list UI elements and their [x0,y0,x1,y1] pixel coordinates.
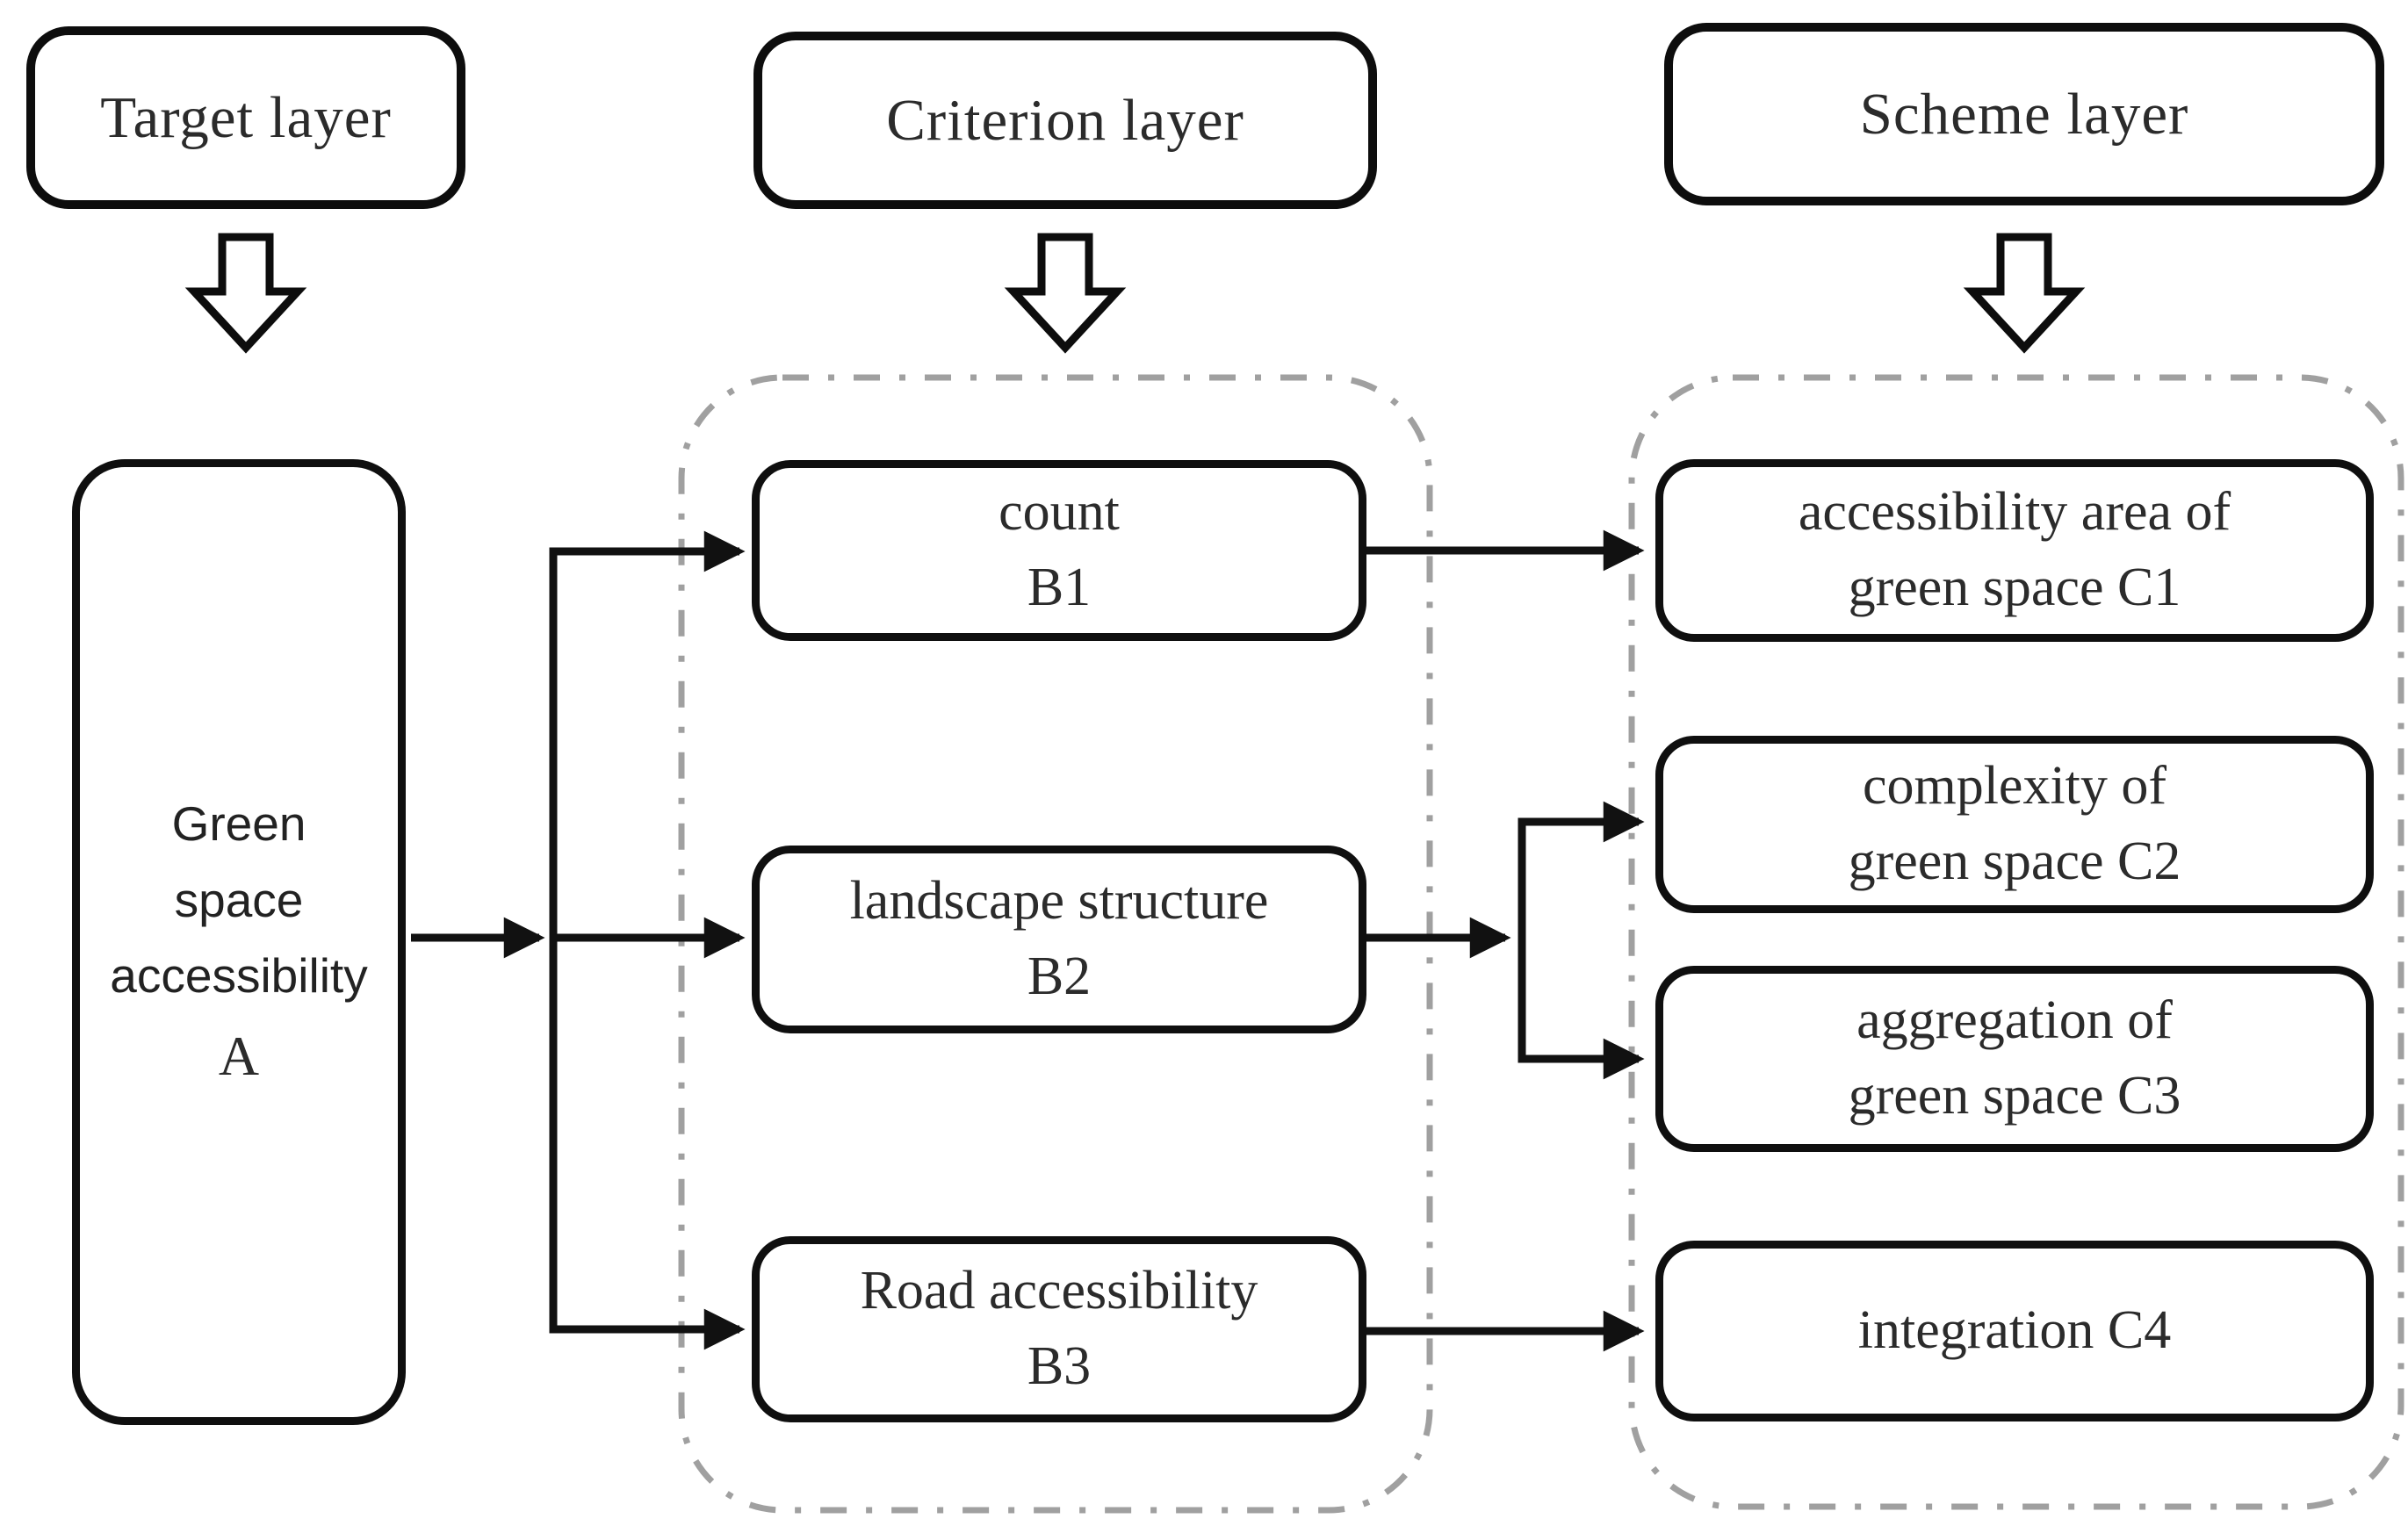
node-c2-label-line2: green space C2 [1848,831,2181,891]
node-b2-label: landscape structure [849,871,1269,932]
node-b3-label: Road accessibility [860,1261,1258,1321]
edge-lines [411,529,1645,1352]
node-b2-code: B2 [1027,946,1092,1006]
node-c3-aggregation: aggregation of green space C3 [1655,966,2374,1152]
node-b1-code: B1 [1027,558,1092,617]
node-a-label-line2: space [174,872,304,927]
header-scheme-layer-label: Scheme layer [1859,81,2189,147]
down-block-arrow-icons [184,233,2086,354]
header-target-layer: Target layer [26,26,465,209]
node-b3-road-accessibility: Road accessibility B3 [752,1236,1366,1422]
node-a-code: A [218,1025,260,1088]
node-c1-label-line2: green space C1 [1848,558,2181,617]
node-a-label-line1: Green [171,795,306,851]
node-b2-landscape-structure: landscape structure B2 [752,846,1366,1033]
node-c1-label-line1: accessibility area of [1798,482,2231,543]
header-scheme-layer: Scheme layer [1664,23,2384,205]
node-c1-accessibility-area: accessibility area of green space C1 [1655,459,2374,642]
node-c2-label-line1: complexity of [1862,756,2167,817]
down-block-arrow-icon-scheme [1963,233,2086,354]
node-a-green-space-accessibility: Green space accessibility A [72,459,406,1425]
node-a-label-line3: accessibility [110,948,368,1004]
node-b1-count: count B1 [752,460,1366,641]
criterion-group-container [678,374,1433,1514]
node-c3-label-line2: green space C3 [1848,1066,2181,1126]
header-criterion-layer-label: Criterion layer [886,87,1244,153]
header-target-layer-label: Target layer [100,84,392,150]
node-c4-integration: integration C4 [1655,1241,2374,1421]
node-b1-label: count [999,482,1120,543]
down-block-arrow-icon-criterion [1004,233,1127,354]
node-c4-label-line1: integration C4 [1857,1300,2172,1361]
node-c3-label-line1: aggregation of [1856,990,2173,1051]
scheme-group-container [1628,374,2404,1510]
node-c2-complexity: complexity of green space C2 [1655,736,2374,913]
header-criterion-layer: Criterion layer [753,32,1377,209]
node-b3-code: B3 [1027,1336,1092,1396]
down-block-arrow-icon-target [184,233,307,354]
